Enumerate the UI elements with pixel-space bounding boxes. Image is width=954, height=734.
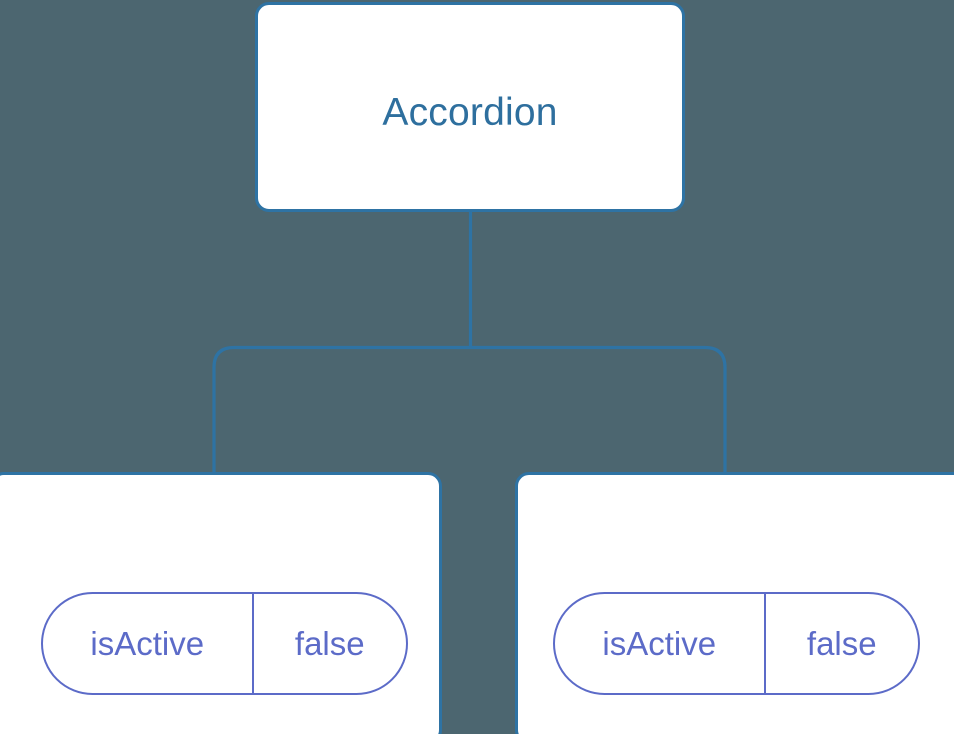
node-panel-right[interactable]: Panel isActive false <box>515 472 954 734</box>
state-pill-value-cell: false <box>254 594 406 693</box>
state-pill-panel-left[interactable]: isActive false <box>41 592 408 695</box>
state-pill-panel-right[interactable]: isActive false <box>553 592 920 695</box>
node-accordion-label: Accordion <box>382 91 558 134</box>
state-pill-key-label: isActive <box>602 625 717 662</box>
state-pill-key-cell: isActive <box>43 594 254 693</box>
state-pill-key-cell: isActive <box>555 594 766 693</box>
connector-branch-right <box>470 345 727 474</box>
state-pill-key-label: isActive <box>90 625 205 662</box>
state-pill-value-label: false <box>806 625 877 662</box>
state-pill-value-cell: false <box>766 594 918 693</box>
state-pill-value-label: false <box>294 625 365 662</box>
node-panel-left[interactable]: Panel isActive false <box>0 472 442 734</box>
node-accordion[interactable]: Accordion <box>255 2 685 212</box>
connector-branch-left <box>212 345 471 474</box>
